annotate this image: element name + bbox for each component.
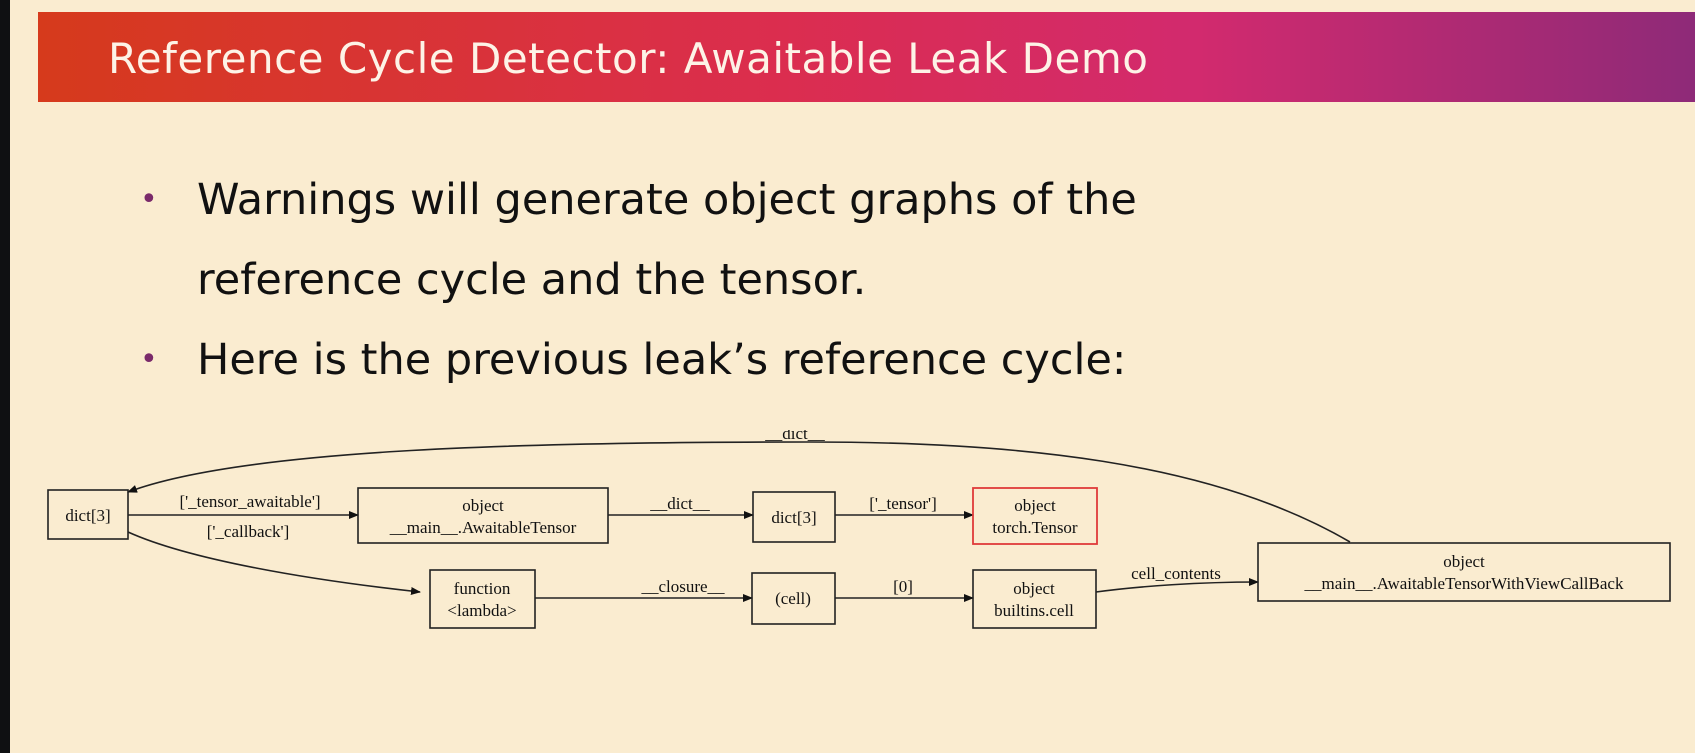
reference-cycle-graph: __dict__ ['_tensor_awaitable'] ['_callba… xyxy=(47,430,1671,629)
edge-labels: __dict__ ['_tensor_awaitable'] ['_callba… xyxy=(179,430,1220,596)
label-top-dict: __dict__ xyxy=(764,430,825,443)
node-awaitable-tensor-line-1: object xyxy=(462,496,504,515)
edge-dict-top xyxy=(127,441,1351,543)
label-cell-contents: cell_contents xyxy=(1131,564,1221,583)
node-view-callback: object __main__.AwaitableTensorWithViewC… xyxy=(1257,542,1671,602)
label-callback: ['_callback'] xyxy=(207,522,290,541)
slide-title: Reference Cycle Detector: Awaitable Leak… xyxy=(108,34,1149,83)
node-lambda-line-2: <lambda> xyxy=(447,601,516,620)
node-view-callback-line-1: object xyxy=(1443,552,1485,571)
bullet-marker-2: • xyxy=(140,342,158,377)
node-dict-root: dict[3] xyxy=(47,489,129,540)
node-view-callback-line-2: __main__.AwaitableTensorWithViewCallBack xyxy=(1304,574,1624,593)
bullet-item-2: • Here is the previous leak’s reference … xyxy=(140,320,1540,400)
slide: Reference Cycle Detector: Awaitable Leak… xyxy=(10,0,1695,753)
bullet-1-line-1: Warnings will generate object graphs of … xyxy=(197,175,1137,225)
node-dict-root-label: dict[3] xyxy=(65,506,110,525)
title-bar: Reference Cycle Detector: Awaitable Leak… xyxy=(38,12,1695,102)
bullet-marker-1: • xyxy=(140,182,158,217)
bullet-2-line-1: Here is the previous leak’s reference cy… xyxy=(197,335,1127,385)
edge-cell-contents xyxy=(1095,578,1259,593)
label-closure: __closure__ xyxy=(640,577,725,596)
node-lambda-function: function <lambda> xyxy=(429,569,536,629)
node-cell-label: (cell) xyxy=(775,589,811,608)
label-awaitable-dict: __dict__ xyxy=(649,494,710,513)
label-index0: [0] xyxy=(893,577,913,596)
node-awaitable-tensor: object __main__.AwaitableTensor xyxy=(357,487,609,544)
node-torch-tensor: object torch.Tensor xyxy=(972,487,1098,545)
node-dict-inner-label: dict[3] xyxy=(771,508,816,527)
node-torch-tensor-line-1: object xyxy=(1014,496,1056,515)
label-tensor-awaitable: ['_tensor_awaitable'] xyxy=(179,492,320,511)
node-lambda-line-1: function xyxy=(454,579,511,598)
node-cell: (cell) xyxy=(751,572,836,625)
node-builtins-cell-line-2: builtins.cell xyxy=(994,601,1074,620)
node-dict-inner: dict[3] xyxy=(752,491,836,543)
bullet-1-line-2: reference cycle and the tensor. xyxy=(197,255,867,305)
node-awaitable-tensor-line-2: __main__.AwaitableTensor xyxy=(389,518,577,537)
edge-callback xyxy=(127,531,421,595)
node-builtins-cell: object builtins.cell xyxy=(972,569,1097,629)
label-tensor-key: ['_tensor'] xyxy=(869,494,937,513)
node-torch-tensor-line-2: torch.Tensor xyxy=(992,518,1078,537)
bullet-list: • Warnings will generate object graphs o… xyxy=(140,160,1540,400)
node-builtins-cell-line-1: object xyxy=(1013,579,1055,598)
bullet-item-1: • Warnings will generate object graphs o… xyxy=(140,160,1540,320)
graph-edges xyxy=(127,441,1351,602)
